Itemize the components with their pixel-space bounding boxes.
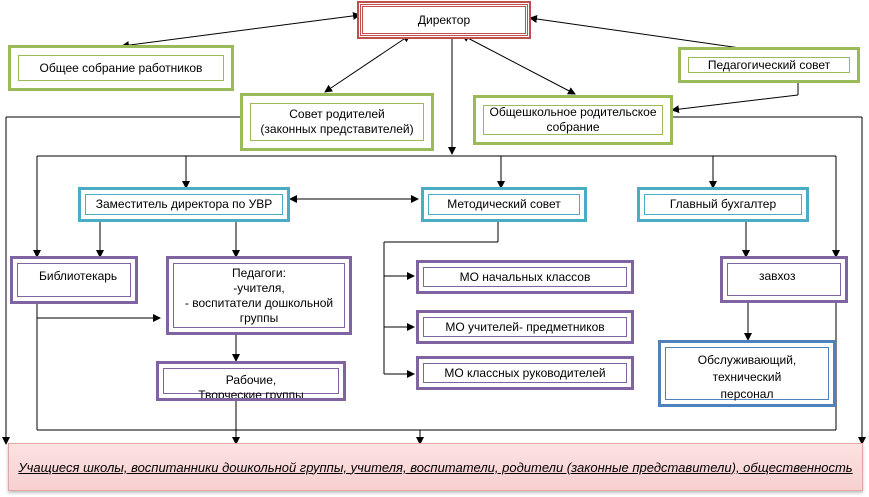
mo-primary-box: МО начальных классов: [416, 260, 634, 294]
general-meeting-box: Общее собрание работников: [8, 45, 234, 91]
mo-class-label: МО классных руководителей: [444, 365, 606, 380]
teachers-label: Педагоги: -учителя, - воспитатели дошкол…: [184, 265, 334, 325]
service-staff-box: Обслуживающий, технический персонал: [658, 340, 836, 407]
mo-subject-label: МО учителей- предметников: [445, 319, 605, 334]
parent-meeting-label: Общешкольное родительское собрание: [489, 105, 657, 134]
link-director-general: [121, 11, 361, 50]
mo-subject-box: МО учителей- предметников: [416, 310, 634, 344]
director-label: Директор: [417, 12, 471, 27]
director-box: Директор: [360, 4, 528, 36]
pedagogical-council-box: Педагогический совет: [678, 47, 860, 83]
parents-council-box: Совет родителей (законных представителей…: [240, 93, 434, 151]
methodical-council-label: Методический совет: [447, 197, 561, 211]
chief-accountant-label: Главный бухгалтер: [669, 197, 777, 211]
link-director-pedcouncil: [529, 15, 769, 55]
mo-primary-label: МО начальных классов: [459, 269, 591, 284]
deputy-director-label: Заместитель директора по УВР: [95, 197, 273, 211]
pedagogical-council-label: Педагогический совет: [707, 57, 831, 72]
link-director-meeting: [461, 34, 576, 95]
parents-council-label: Совет родителей (законных представителей…: [260, 107, 414, 136]
librarian-label: Библиотекарь: [39, 269, 118, 283]
supply-manager-box: завхоз: [720, 256, 848, 303]
workers-label: Рабочие, Творческие группы: [198, 373, 304, 401]
service-staff-label: Обслуживающий, технический персонал: [697, 353, 797, 401]
mo-class-box: МО классных руководителей: [416, 356, 634, 390]
audience-label: Учащиеся школы, воспитанники дошкольной …: [18, 459, 853, 475]
chief-accountant-box: Главный бухгалтер: [637, 187, 809, 222]
workers-box: Рабочие, Творческие группы: [156, 361, 346, 401]
librarian-box: Библиотекарь: [10, 256, 138, 304]
methodical-council-box: Методический совет: [421, 187, 587, 222]
supply-manager-label: завхоз: [759, 269, 796, 283]
link-director-parents: [324, 34, 411, 93]
general-meeting-label: Общее собрание работников: [39, 60, 203, 75]
audience-band: Учащиеся школы, воспитанники дошкольной …: [8, 443, 863, 491]
link-ped-meeting-h: [671, 94, 799, 114]
deputy-director-box: Заместитель директора по УВР: [78, 187, 290, 222]
teachers-box: Педагоги: -учителя, - воспитатели дошкол…: [166, 256, 352, 335]
parent-meeting-box: Общешкольное родительское собрание: [473, 95, 673, 145]
